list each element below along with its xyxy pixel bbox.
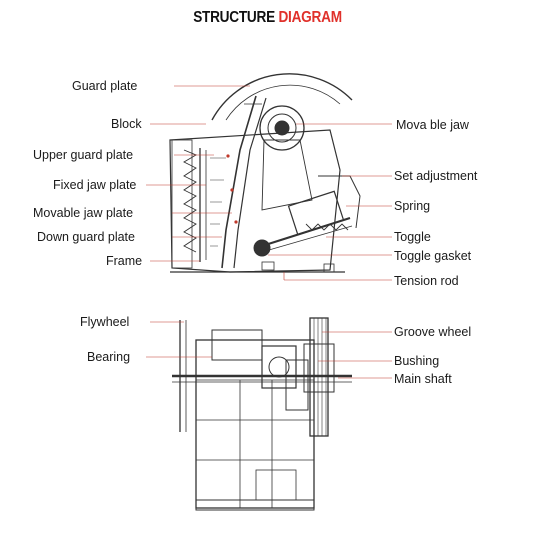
label-toggle: Toggle (394, 230, 431, 244)
label-tension-rod: Tension rod (394, 274, 459, 288)
label-upper-guard-plate: Upper guard plate (33, 148, 134, 162)
label-fixed-jaw-plate: Fixed jaw plate (53, 178, 137, 192)
title-part-structure: STRUCTURE (193, 9, 275, 26)
label-movable-jaw-plate: Movable jaw plate (33, 206, 134, 220)
label-bushing: Bushing (394, 354, 440, 368)
label-spring: Spring (394, 199, 431, 213)
label-guard-plate: Guard plate (72, 79, 138, 93)
front-section-view (172, 317, 352, 511)
label-groove-wheel: Groove wheel (394, 325, 472, 339)
leader-lines (146, 85, 392, 379)
label-block: Block (111, 117, 142, 131)
label-flywheel: Flywheel (80, 315, 130, 329)
side-section-view (169, 73, 361, 273)
label-set-adjustment: Set adjustment (394, 169, 478, 183)
label-down-guard-plate: Down guard plate (37, 230, 135, 244)
title-part-diagram: DIAGRAM (278, 9, 342, 26)
label-main-shaft: Main shaft (394, 372, 452, 386)
diagram-title: STRUCTURE DIAGRAM (32, 9, 503, 27)
label-toggle-gasket: Toggle gasket (394, 249, 472, 263)
label-frame: Frame (106, 254, 143, 268)
label-movable-jaw: Mova ble jaw (396, 118, 469, 132)
label-bearing: Bearing (87, 350, 131, 364)
